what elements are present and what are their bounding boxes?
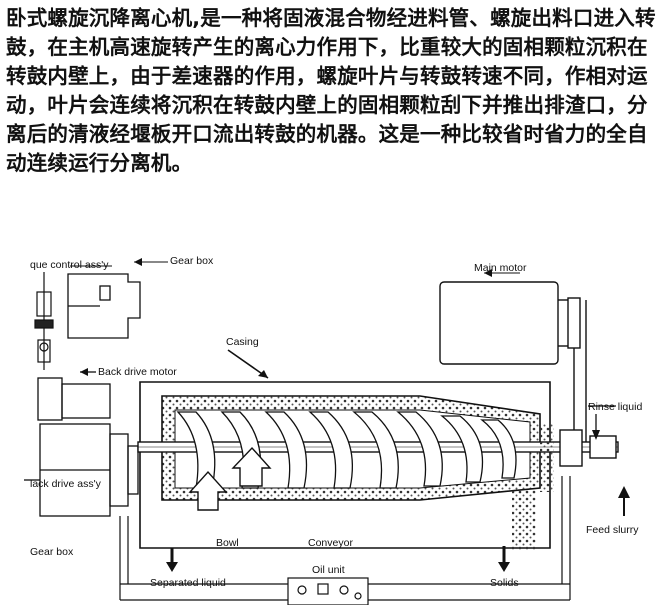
label-gear-box-top: Gear box: [170, 255, 214, 267]
label-oil-unit: Oil unit: [312, 564, 345, 576]
main-motor: [439, 281, 587, 444]
label-main-motor: Main motor: [474, 262, 527, 274]
label-separated-liquid: Separated liquid: [150, 577, 226, 589]
label-back-drive-assy: lack drive ass'y: [30, 478, 102, 490]
gear-box-top: [67, 273, 141, 339]
liquid-flow-arrows: [188, 446, 272, 511]
oil-unit: [119, 476, 571, 605]
gear-box-bottom: [24, 423, 139, 517]
label-casing: Casing: [226, 336, 259, 348]
label-torque-control: que control ass'y: [30, 259, 109, 271]
intro-paragraph: 卧式螺旋沉降离心机,是一种将固液混合物经进料管、螺旋出料口进入转鼓，在主机高速旋…: [6, 6, 656, 175]
label-bowl: Bowl: [216, 537, 239, 549]
label-back-drive-motor: Back drive motor: [98, 366, 177, 378]
solids-discharge: [512, 424, 554, 550]
back-drive-motor: [37, 371, 111, 421]
label-conveyor: Conveyor: [308, 537, 353, 549]
label-solids: Solids: [490, 577, 519, 589]
label-feed-slurry: Feed slurry: [586, 524, 639, 536]
label-rinse-liquid: Rinse liquid: [588, 401, 642, 413]
torque-control-assembly: [34, 272, 54, 370]
label-gear-box-bottom: Gear box: [30, 546, 74, 558]
